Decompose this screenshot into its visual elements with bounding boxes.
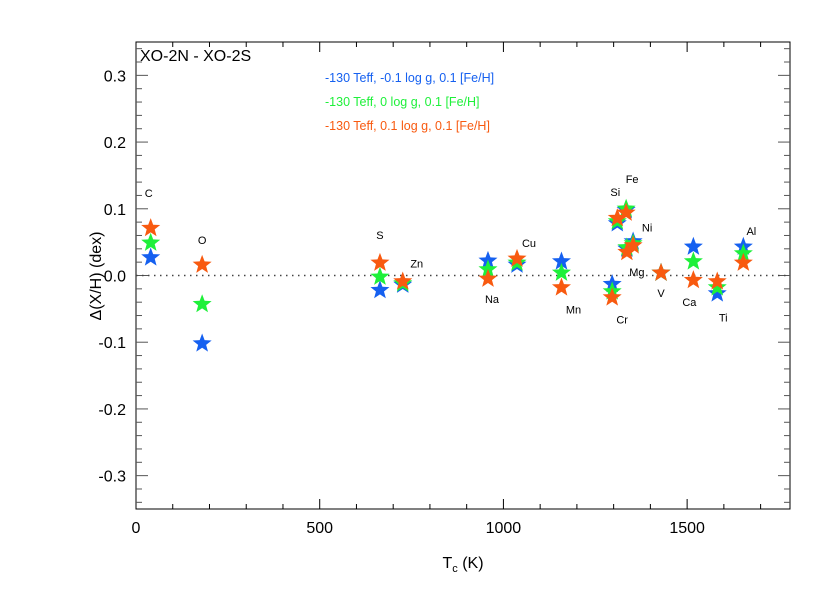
x-tick-label: 1500 [669,520,705,537]
x-tick-label: 0 [132,520,141,537]
star-marker-mn [551,251,571,270]
star-marker-mn [551,277,571,296]
star-marker-cr [602,287,622,306]
y-tick-label: -0.2 [98,402,126,419]
star-marker-si [607,208,627,227]
element-label-v: V [657,288,665,300]
star-marker-cu [507,248,527,267]
star-marker-mg [617,242,637,261]
legend-entry-3: -130 Teff, 0.1 log g, 0.1 [Fe/H] [325,119,490,133]
element-label-c: C [145,188,153,200]
star-marker-al [733,252,753,271]
star-marker-o [192,254,212,273]
y-tick-label: 0.1 [104,202,126,219]
star-marker-o [192,333,212,352]
element-label-na: Na [485,294,500,306]
star-marker-ti [707,271,727,290]
legend: -130 Teff, -0.1 log g, 0.1 [Fe/H] -130 Te… [325,71,494,133]
star-marker-na [478,259,498,278]
y-tick-label: 0.0 [104,269,126,286]
element-label-fe: Fe [626,174,639,186]
element-label-s: S [376,230,383,242]
star-marker-s [370,252,390,271]
element-label-ni: Ni [642,222,652,234]
element-label-cu: Cu [522,238,536,250]
x-tick-label: 1000 [486,520,522,537]
star-marker-mn [551,262,571,281]
element-label-cr: Cr [616,315,628,327]
element-label-al: Al [746,226,756,238]
star-marker-ca [683,270,703,289]
star-marker-fe [616,202,636,221]
star-marker-ti [707,283,727,302]
x-axis-title: Tc (K) [442,555,483,575]
x-tick-label: 500 [306,520,333,537]
y-tick-label: 0.3 [104,68,126,85]
element-label-mn: Mn [566,305,581,317]
y-tick-label: -0.3 [98,469,126,486]
star-marker-zn [393,271,413,290]
legend-entry-2: -130 Teff, 0 log g, 0.1 [Fe/H] [325,95,480,109]
star-marker-s [370,266,390,285]
data-points [141,198,753,352]
element-label-ca: Ca [682,297,697,309]
star-marker-na [478,268,498,287]
star-marker-ni [623,235,643,254]
element-label-si: Si [610,187,620,199]
legend-entry-1: -130 Teff, -0.1 log g, 0.1 [Fe/H] [325,71,494,85]
y-tick-label: 0.2 [104,135,126,152]
star-marker-c [141,247,161,266]
axes: 0 500 1000 1500 -0.3 -0.2 -0.1 0.0 0.1 0.2 0.3 [98,41,791,537]
element-label-o: O [198,235,207,247]
star-marker-c [141,232,161,251]
element-label-zn: Zn [410,259,423,271]
element-label-ti: Ti [719,313,728,325]
star-marker-ca [683,251,703,270]
star-marker-al [733,243,753,262]
star-marker-ca [683,236,703,255]
star-marker-c [141,218,161,237]
star-marker-v [651,262,671,281]
panel-title: XO-2N - XO-2S [140,48,251,65]
y-tick-label: -0.1 [98,335,126,352]
element-label-mg: Mg [629,267,644,279]
star-marker-o [192,294,212,313]
star-marker-ti [707,277,727,296]
y-axis-title: Δ(X/H) (dex) [88,232,105,321]
star-marker-s [370,280,390,299]
